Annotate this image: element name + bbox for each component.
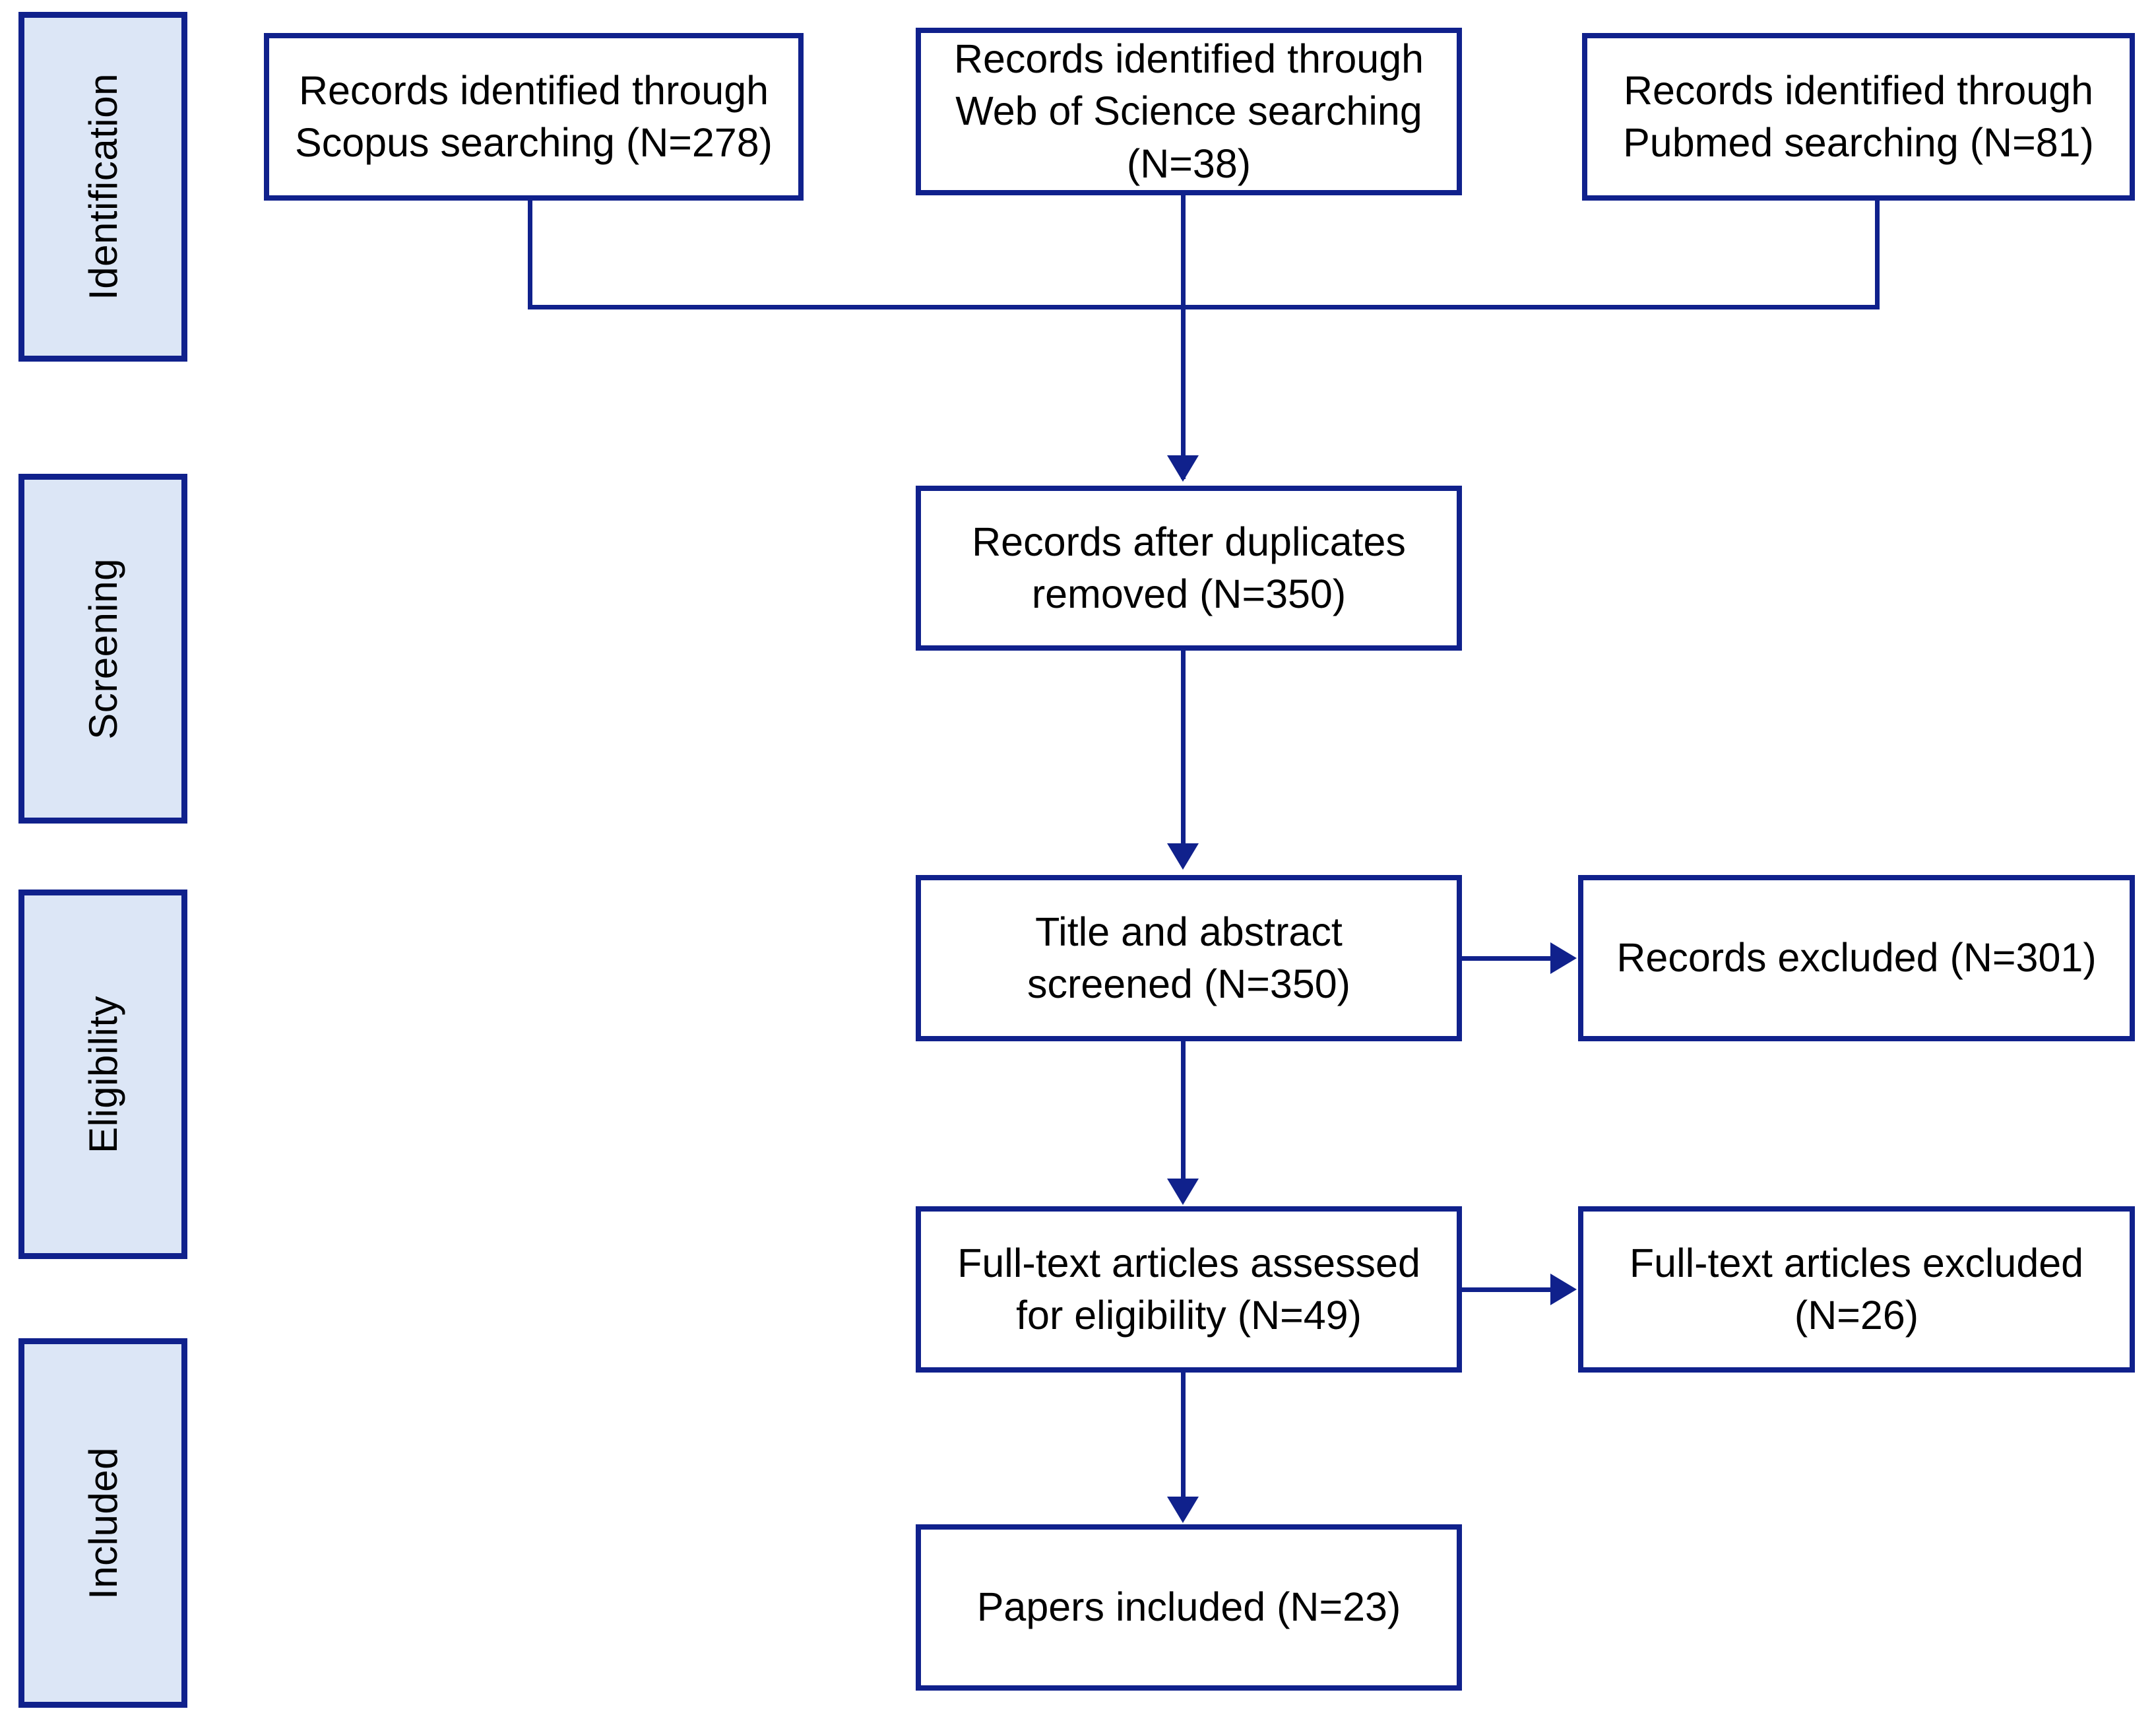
stage-label-screening: Screening (80, 558, 125, 740)
stage-label-eligibility: Eligibility (80, 995, 125, 1153)
connector-merge-bar (528, 305, 1880, 309)
records-excluded-line1: Records excluded (N=301) (1616, 935, 2097, 981)
flow-box-fulltext-assessed: Full-text articles assessed for eligibil… (916, 1206, 1462, 1373)
stage-box-screening: Screening (18, 474, 187, 824)
fulltext-excluded-line2: (N=26) (1794, 1293, 1919, 1338)
connector-screened-to-fulltext (1181, 1040, 1186, 1181)
stage-box-included: Included (18, 1338, 187, 1708)
source-box-web-of-science-text: Records identified through Web of Scienc… (954, 33, 1424, 190)
connector-scopus-drop (528, 198, 532, 309)
connector-fulltext-to-included (1181, 1371, 1186, 1499)
source-pubmed-line1: Records identified through (1623, 67, 2094, 113)
flow-box-title-abstract-screened: Title and abstract screened (N=350) (916, 875, 1462, 1041)
flow-box-fulltext-excluded: Full-text articles excluded (N=26) (1578, 1206, 2135, 1373)
flow-box-papers-included: Papers included (N=23) (916, 1524, 1462, 1691)
stage-box-eligibility: Eligibility (18, 890, 187, 1259)
stage-label-included: Included (80, 1446, 125, 1600)
screened-line2: screened (N=350) (1027, 961, 1350, 1006)
flow-box-title-abstract-screened-text: Title and abstract screened (N=350) (1027, 906, 1350, 1011)
arrow-fulltext-to-fulltext-excluded (1550, 1274, 1577, 1305)
source-pubmed-line2: Pubmed searching (N=81) (1623, 120, 2094, 165)
arrow-fulltext-to-included (1167, 1497, 1199, 1523)
connector-pubmed-drop (1875, 198, 1880, 309)
flow-box-duplicates-removed: Records after duplicates removed (N=350) (916, 486, 1462, 651)
connector-duplicates-to-screened (1181, 649, 1186, 845)
connector-fulltext-to-fulltext-excluded (1462, 1287, 1552, 1292)
source-wos-line1: Records identified through (953, 36, 1424, 82)
source-box-pubmed: Records identified through Pubmed search… (1582, 33, 2135, 201)
flow-box-fulltext-assessed-text: Full-text articles assessed for eligibil… (957, 1237, 1420, 1342)
flow-box-records-excluded-text: Records excluded (N=301) (1616, 932, 2096, 984)
screened-line1: Title and abstract (1035, 909, 1343, 954)
source-scopus-line1: Records identified through (298, 67, 769, 113)
source-box-scopus: Records identified through Scopus search… (264, 33, 804, 201)
fulltext-excluded-line1: Full-text articles excluded (1629, 1240, 2084, 1285)
flow-box-duplicates-removed-text: Records after duplicates removed (N=350) (972, 516, 1406, 621)
arrow-duplicates-to-screened (1167, 843, 1199, 870)
flow-box-records-excluded: Records excluded (N=301) (1578, 875, 2135, 1041)
source-box-web-of-science: Records identified through Web of Scienc… (916, 28, 1462, 195)
flow-box-papers-included-text: Papers included (N=23) (977, 1581, 1401, 1633)
source-wos-line3: (N=38) (1126, 141, 1252, 186)
source-box-pubmed-text: Records identified through Pubmed search… (1623, 65, 2094, 170)
duplicates-line2: removed (N=350) (1031, 571, 1347, 616)
papers-included-line1: Papers included (N=23) (976, 1584, 1401, 1630)
source-wos-line2: Web of Science searching (955, 88, 1422, 134)
stage-label-identification: Identification (80, 73, 125, 300)
arrow-merge-to-duplicates (1167, 455, 1199, 482)
source-box-scopus-text: Records identified through Scopus search… (295, 65, 773, 170)
connector-web-of-science-drop (1181, 194, 1186, 479)
duplicates-line1: Records after duplicates (972, 519, 1406, 564)
stage-box-identification: Identification (18, 12, 187, 362)
arrow-screened-to-fulltext (1167, 1179, 1199, 1205)
source-scopus-line2: Scopus searching (N=278) (295, 120, 773, 165)
arrow-screened-to-records-excluded (1550, 942, 1577, 974)
fulltext-assessed-line2: for eligibility (N=49) (1016, 1293, 1362, 1338)
flow-box-fulltext-excluded-text: Full-text articles excluded (N=26) (1630, 1237, 2083, 1342)
connector-screened-to-records-excluded (1462, 956, 1552, 961)
fulltext-assessed-line1: Full-text articles assessed (957, 1240, 1420, 1285)
